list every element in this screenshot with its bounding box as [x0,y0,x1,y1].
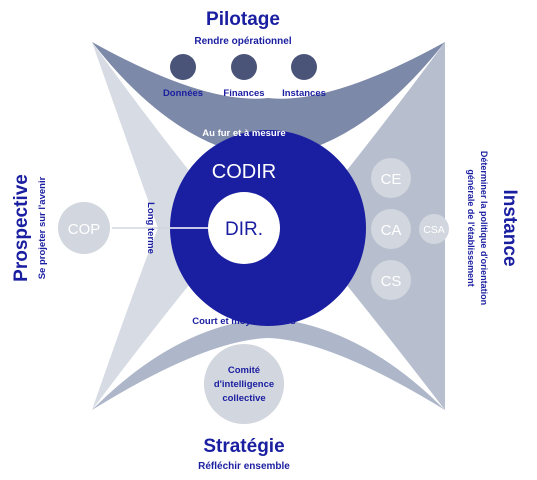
strategie-title: Stratégie [203,436,284,457]
finances-label: Finances [223,88,264,99]
strategie-subtitle: Réfléchir ensemble [198,461,290,472]
finances-dot [231,54,257,80]
comite-label-line3: collective [222,393,265,404]
csa-label: CSA [423,224,445,236]
csa-bubble [419,214,449,244]
pilotage-subtitle: Rendre opérationnel [194,36,291,47]
comite-bubble [204,344,284,424]
strategie-band [92,318,445,410]
instance-subtitle-line1: Déterminer la politique d'orientation [479,151,489,305]
donnees-label: Données [163,88,203,99]
instance-title: Instance [499,189,520,266]
pilotage-band [92,42,445,158]
top-band-label: Au fur et à mesure [202,128,285,139]
cs-bubble [371,260,411,300]
ce-label: CE [381,171,402,188]
instance-subtitle-line2: générale de l'établissement [466,169,476,286]
prospective-title: Prospective [11,174,32,282]
ca-bubble [371,209,411,249]
ce-bubble [371,158,411,198]
ca-label: CA [381,222,402,239]
right-band-label: 4 fois par an [333,200,344,256]
dir-label: DIR. [225,219,263,240]
comite-label-line2: d'intelligence [214,379,274,390]
codir-label: CODIR [212,161,276,183]
instances-dot [291,54,317,80]
comite-label-line1: Comité [228,365,260,376]
donnees-dot [170,54,196,80]
prospective-band [92,42,236,410]
bottom-band-label: Court et moyen termes [192,316,295,327]
cs-label: CS [381,273,402,290]
instances-label: Instances [282,88,326,99]
left-band-label: Long terme [145,202,156,254]
cop-bubble [58,202,110,254]
prospective-subtitle: Se projeter sur l'avenir [37,176,48,279]
dir-circle [208,192,280,264]
pilotage-title: Pilotage [206,9,280,30]
cop-label: COP [68,221,101,238]
